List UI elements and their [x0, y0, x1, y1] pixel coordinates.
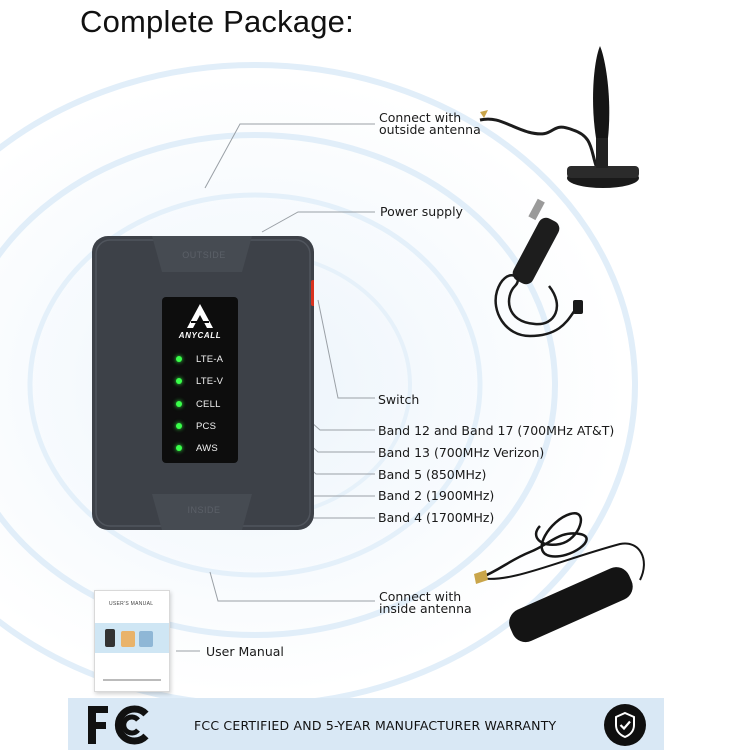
band-12-17-label: Band 12 and Band 17 (700MHz AT&T)	[378, 423, 615, 438]
anycall-logo-icon	[187, 304, 213, 328]
manual-footer-line	[103, 679, 161, 681]
user-manual-image: USER'S MANUAL	[94, 590, 170, 692]
footer-warranty-text: FCC CERTIFIED AND 5-YEAR MANUFACTURER WA…	[194, 718, 557, 733]
shield-check-icon	[604, 704, 646, 746]
status-led	[176, 378, 182, 384]
band-13-label: Band 13 (700MHz Verizon)	[378, 445, 545, 460]
indicator-label: AWS	[196, 442, 218, 454]
manual-title: USER'S MANUAL	[109, 601, 154, 607]
user-manual-label: User Manual	[206, 644, 284, 659]
indicator-pcs: PCS	[176, 419, 216, 433]
inside-port-label: INSIDE	[187, 505, 221, 515]
brand-label: ANYCALL	[178, 331, 222, 340]
status-led	[176, 423, 182, 429]
indicator-label: LTE-V	[196, 375, 224, 387]
indicator-label: CELL	[196, 398, 221, 410]
label-line: Connect with	[379, 589, 462, 604]
label-line: Connect with	[379, 110, 462, 125]
outside-antenna-label: Connect with outside antenna	[379, 110, 481, 137]
status-led	[176, 356, 182, 362]
outside-port-label: OUTSIDE	[182, 250, 226, 260]
inside-antenna-label: Connect with inside antenna	[379, 589, 472, 616]
status-led	[176, 401, 182, 407]
power-supply-image	[494, 198, 583, 338]
indicator-aws: AWS	[176, 441, 218, 455]
power-supply-label: Power supply	[380, 204, 463, 219]
band-2-label: Band 2 (1900MHz)	[378, 488, 495, 503]
indicator-cell: CELL	[176, 397, 221, 411]
page-title: Complete Package:	[80, 4, 354, 39]
footer-banner	[68, 698, 664, 750]
indicator-panel	[162, 297, 238, 463]
status-led	[176, 445, 182, 451]
fcc-logo-icon	[88, 705, 149, 745]
inside-antenna-image	[474, 512, 645, 643]
indicator-label: LTE-A	[196, 353, 224, 365]
band-5-label: Band 5 (850MHz)	[378, 467, 487, 482]
label-line: inside antenna	[379, 601, 472, 616]
switch-label: Switch	[378, 392, 420, 407]
indicator-label: PCS	[196, 420, 217, 432]
manual-cover-art-icon	[105, 629, 153, 647]
band-4-label: Band 4 (1700MHz)	[378, 510, 495, 525]
label-line: outside antenna	[379, 122, 481, 137]
indicator-lte-v: LTE-V	[176, 374, 223, 388]
outside-antenna-image	[479, 46, 639, 188]
indicator-lte-a: LTE-A	[176, 352, 223, 366]
